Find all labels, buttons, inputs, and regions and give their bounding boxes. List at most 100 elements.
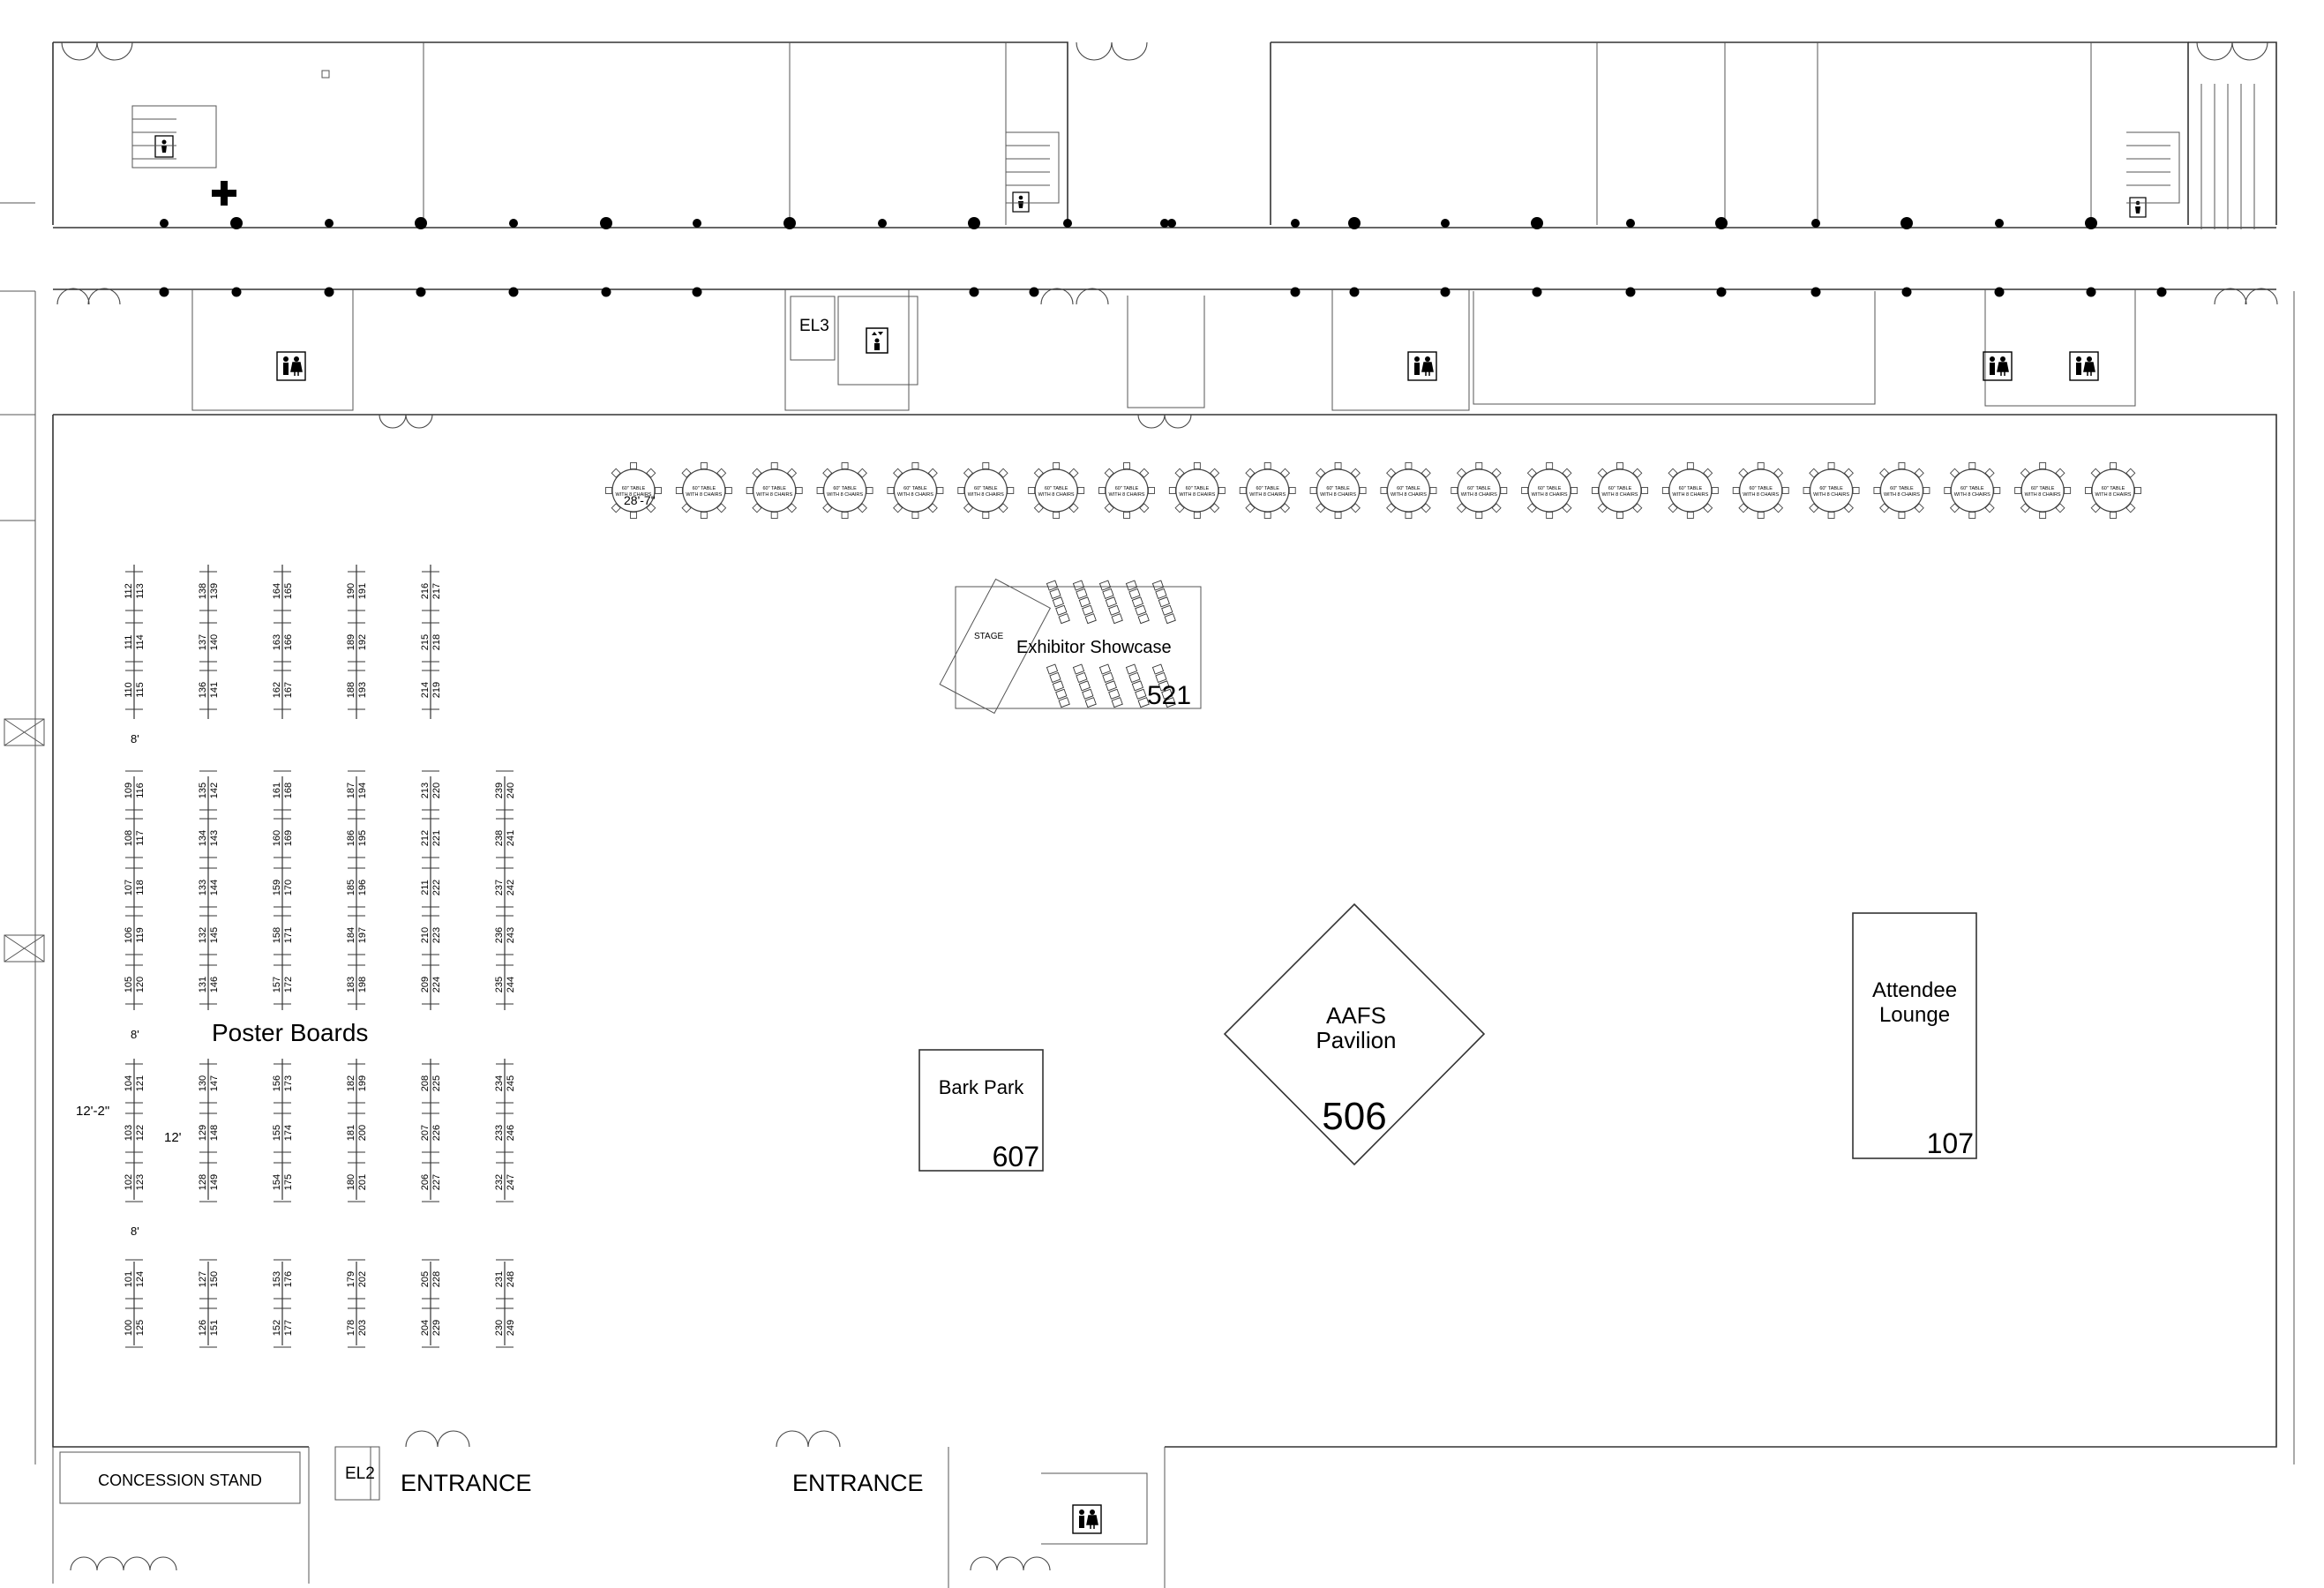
poster-board-number[interactable]: 142 [209, 783, 220, 798]
poster-board-number[interactable]: 153 [272, 1271, 282, 1287]
poster-board-number[interactable]: 117 [135, 830, 146, 846]
poster-board-number[interactable]: 181 [346, 1125, 356, 1141]
poster-board-number[interactable]: 168 [283, 783, 294, 798]
poster-board-number[interactable]: 191 [357, 583, 368, 599]
poster-board-number[interactable]: 136 [198, 682, 208, 698]
poster-board-number[interactable]: 228 [431, 1271, 442, 1287]
poster-board-number[interactable]: 118 [135, 880, 146, 895]
poster-board-number[interactable]: 205 [420, 1271, 431, 1287]
poster-board-number[interactable]: 188 [346, 682, 356, 698]
poster-board-number[interactable]: 137 [198, 634, 208, 650]
poster-board-number[interactable]: 213 [420, 783, 431, 798]
poster-board-number[interactable]: 143 [209, 830, 220, 846]
poster-board-number[interactable]: 236 [494, 927, 505, 943]
poster-board-number[interactable]: 130 [198, 1075, 208, 1091]
poster-board-number[interactable]: 184 [346, 927, 356, 943]
poster-board-number[interactable]: 218 [431, 634, 442, 650]
poster-board-number[interactable]: 245 [506, 1075, 516, 1091]
poster-board-number[interactable]: 198 [357, 977, 368, 992]
poster-board-number[interactable]: 224 [431, 977, 442, 992]
poster-board-number[interactable]: 146 [209, 977, 220, 992]
poster-board-number[interactable]: 237 [494, 880, 505, 895]
poster-board-number[interactable]: 119 [135, 927, 146, 943]
poster-board-number[interactable]: 199 [357, 1075, 368, 1091]
poster-board-number[interactable]: 140 [209, 634, 220, 650]
poster-board-number[interactable]: 110 [124, 682, 134, 698]
poster-board-number[interactable]: 145 [209, 927, 220, 943]
poster-board-number[interactable]: 192 [357, 634, 368, 650]
poster-board-number[interactable]: 177 [283, 1320, 294, 1336]
poster-board-number[interactable]: 195 [357, 830, 368, 846]
poster-board-number[interactable]: 120 [135, 977, 146, 992]
poster-board-number[interactable]: 121 [135, 1075, 146, 1091]
poster-board-number[interactable]: 100 [124, 1320, 134, 1336]
poster-board-number[interactable]: 106 [124, 927, 134, 943]
poster-board-number[interactable]: 156 [272, 1075, 282, 1091]
booth-521-exhibitor-showcase[interactable]: STAGE Exhibitor Showcase 521 [939, 578, 1202, 715]
poster-board-number[interactable]: 105 [124, 977, 134, 992]
poster-board-number[interactable]: 183 [346, 977, 356, 992]
poster-board-number[interactable]: 244 [506, 977, 516, 992]
poster-board-number[interactable]: 159 [272, 880, 282, 895]
poster-board-number[interactable]: 201 [357, 1174, 368, 1190]
poster-board-number[interactable]: 234 [494, 1075, 505, 1091]
poster-board-number[interactable]: 211 [420, 880, 431, 895]
poster-board-number[interactable]: 169 [283, 830, 294, 846]
poster-board-number[interactable]: 247 [506, 1174, 516, 1190]
poster-board-number[interactable]: 235 [494, 977, 505, 992]
poster-board-number[interactable]: 124 [135, 1271, 146, 1287]
poster-board-number[interactable]: 167 [283, 682, 294, 698]
poster-board-number[interactable]: 189 [346, 634, 356, 650]
poster-board-number[interactable]: 164 [272, 583, 282, 599]
poster-board-number[interactable]: 219 [431, 682, 442, 698]
poster-board-number[interactable]: 176 [283, 1271, 294, 1287]
poster-board-number[interactable]: 155 [272, 1125, 282, 1141]
poster-board-number[interactable]: 238 [494, 830, 505, 846]
poster-board-number[interactable]: 147 [209, 1075, 220, 1091]
poster-board-number[interactable]: 173 [283, 1075, 294, 1091]
poster-board-number[interactable]: 187 [346, 783, 356, 798]
poster-board-number[interactable]: 226 [431, 1125, 442, 1141]
poster-board-number[interactable]: 241 [506, 830, 516, 846]
poster-board-number[interactable]: 152 [272, 1320, 282, 1336]
poster-board-number[interactable]: 131 [198, 977, 208, 992]
poster-board-number[interactable]: 107 [124, 880, 134, 895]
poster-board-number[interactable]: 182 [346, 1075, 356, 1091]
poster-board-number[interactable]: 171 [283, 927, 294, 943]
poster-board-number[interactable]: 214 [420, 682, 431, 698]
poster-board-number[interactable]: 128 [198, 1174, 208, 1190]
poster-board-number[interactable]: 239 [494, 783, 505, 798]
poster-board-number[interactable]: 141 [209, 682, 220, 698]
poster-board-number[interactable]: 202 [357, 1271, 368, 1287]
poster-board-number[interactable]: 126 [198, 1320, 208, 1336]
poster-board-number[interactable]: 231 [494, 1271, 505, 1287]
poster-board-number[interactable]: 160 [272, 830, 282, 846]
poster-board-number[interactable]: 197 [357, 927, 368, 943]
poster-board-number[interactable]: 209 [420, 977, 431, 992]
poster-board-number[interactable]: 163 [272, 634, 282, 650]
poster-board-number[interactable]: 135 [198, 783, 208, 798]
poster-board-number[interactable]: 123 [135, 1174, 146, 1190]
poster-board-number[interactable]: 133 [198, 880, 208, 895]
poster-board-number[interactable]: 222 [431, 880, 442, 895]
poster-board-number[interactable]: 216 [420, 583, 431, 599]
poster-board-number[interactable]: 108 [124, 830, 134, 846]
poster-board-number[interactable]: 243 [506, 927, 516, 943]
poster-board-number[interactable]: 206 [420, 1174, 431, 1190]
poster-board-number[interactable]: 125 [135, 1320, 146, 1336]
poster-board-number[interactable]: 149 [209, 1174, 220, 1190]
poster-board-number[interactable]: 103 [124, 1125, 134, 1141]
